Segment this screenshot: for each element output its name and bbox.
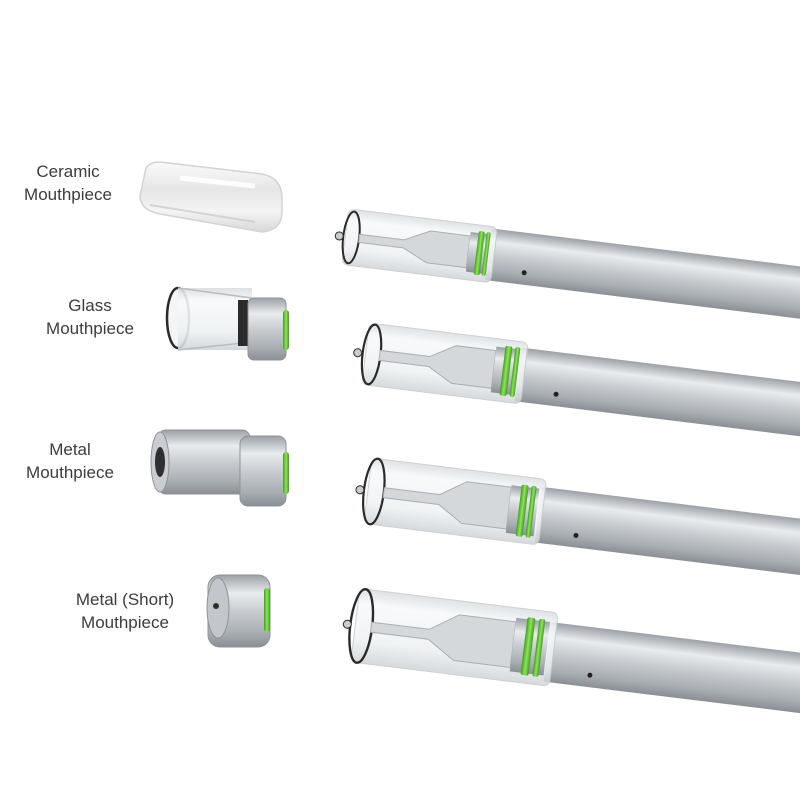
- label-ceramic-line2: Mouthpiece: [24, 185, 112, 204]
- metal-mouthpiece: [150, 429, 289, 507]
- label-metal-short-mouthpiece: Metal (Short) Mouthpiece: [50, 588, 200, 634]
- label-glass-line2: Mouthpiece: [46, 319, 134, 338]
- label-short-line2: Mouthpiece: [81, 613, 169, 632]
- label-metal-line1: Metal: [49, 440, 91, 459]
- label-metal-mouthpiece: Metal Mouthpiece: [0, 438, 145, 484]
- pen-with-metal-short-tip: [342, 588, 800, 716]
- glass-mouthpiece: [165, 286, 289, 361]
- pen-with-ceramic-tip: [334, 209, 800, 322]
- pen-with-metal-tip: [355, 457, 800, 578]
- pen-with-glass-tip: [353, 323, 800, 440]
- label-glass-line1: Glass: [68, 296, 112, 315]
- ceramic-mouthpiece: [139, 161, 283, 233]
- label-ceramic-mouthpiece: Ceramic Mouthpiece: [0, 160, 143, 206]
- label-ceramic-line1: Ceramic: [36, 162, 100, 181]
- label-metal-line2: Mouthpiece: [26, 463, 114, 482]
- metal-short-mouthpiece: [206, 574, 271, 648]
- label-short-line1: Metal (Short): [75, 590, 175, 609]
- label-glass-mouthpiece: Glass Mouthpiece: [15, 294, 165, 340]
